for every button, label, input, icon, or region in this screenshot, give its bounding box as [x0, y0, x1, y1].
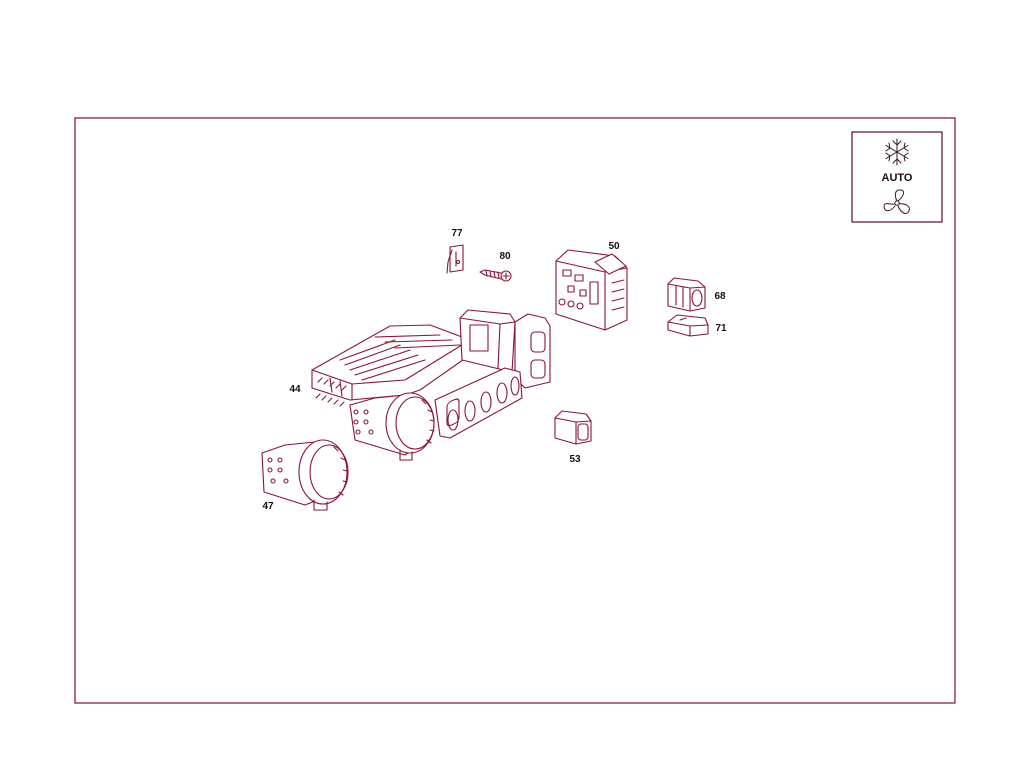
part-68-knob-cap — [667, 277, 706, 312]
diagram-frame — [74, 117, 956, 704]
label-47: 47 — [262, 501, 274, 512]
snowflake-icon — [885, 138, 909, 166]
label-50: 50 — [608, 241, 620, 252]
part-50-switch-block — [555, 249, 628, 331]
part-80-screw — [479, 269, 512, 282]
label-71: 71 — [715, 323, 727, 334]
part-77-clip — [446, 244, 464, 274]
part-47-dial — [261, 439, 349, 511]
part-44-control-unit — [311, 309, 551, 461]
part-71-button — [667, 314, 709, 337]
label-44: 44 — [289, 384, 301, 395]
label-53: 53 — [569, 454, 581, 465]
fan-icon — [883, 189, 910, 214]
part-53-button — [554, 410, 592, 445]
label-77: 77 — [451, 228, 463, 239]
label-68: 68 — [714, 291, 726, 302]
legend-auto-text: AUTO — [882, 172, 913, 184]
label-80: 80 — [499, 251, 511, 262]
legend-box: AUTO — [851, 131, 943, 223]
